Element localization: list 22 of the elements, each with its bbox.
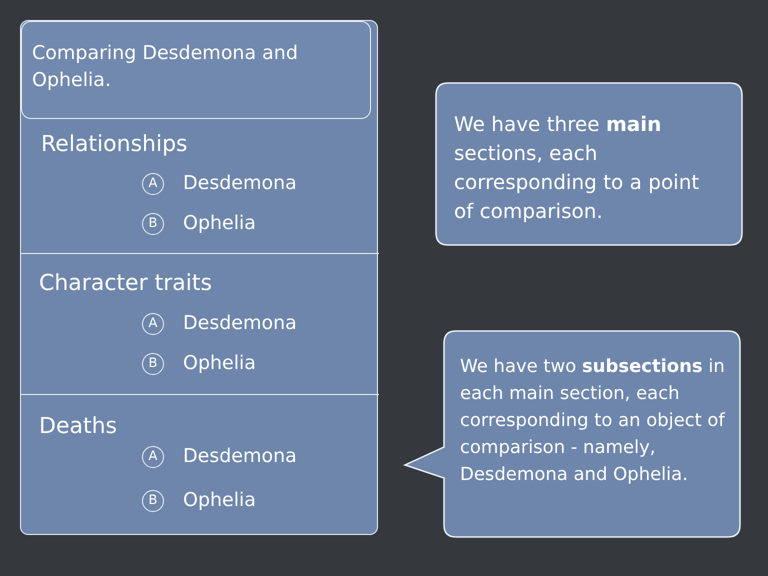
section-heading: Relationships [41, 131, 188, 159]
letter-circle: B [142, 353, 164, 375]
outline-panel [20, 20, 378, 535]
section-heading: Character traits [39, 270, 212, 298]
speech-bubble [405, 331, 740, 537]
item-label: Ophelia [183, 351, 256, 376]
item-label: Ophelia [183, 488, 256, 513]
item-label: Desdemona [183, 444, 297, 469]
item-label: Desdemona [183, 311, 297, 336]
title-text: Comparing Desdemona and Ophelia. [32, 41, 299, 93]
callout-text: We have two subsections in each main section, each corresponding to an object of comparison - namely, Desdemona and Ophelia. [460, 355, 726, 487]
item-label: Desdemona [183, 171, 297, 196]
letter-circle: A [142, 173, 164, 195]
callout-text: We have three main sections, each corresponding to a point of comparison. [454, 111, 700, 225]
letter-circle: A [142, 313, 164, 335]
letter-circle: B [142, 490, 164, 512]
section-heading: Deaths [39, 413, 117, 441]
letter-circle: B [142, 213, 164, 235]
letter-circle: A [142, 446, 164, 468]
callout-box [436, 83, 742, 245]
title-box [21, 21, 371, 119]
item-label: Ophelia [183, 211, 256, 236]
